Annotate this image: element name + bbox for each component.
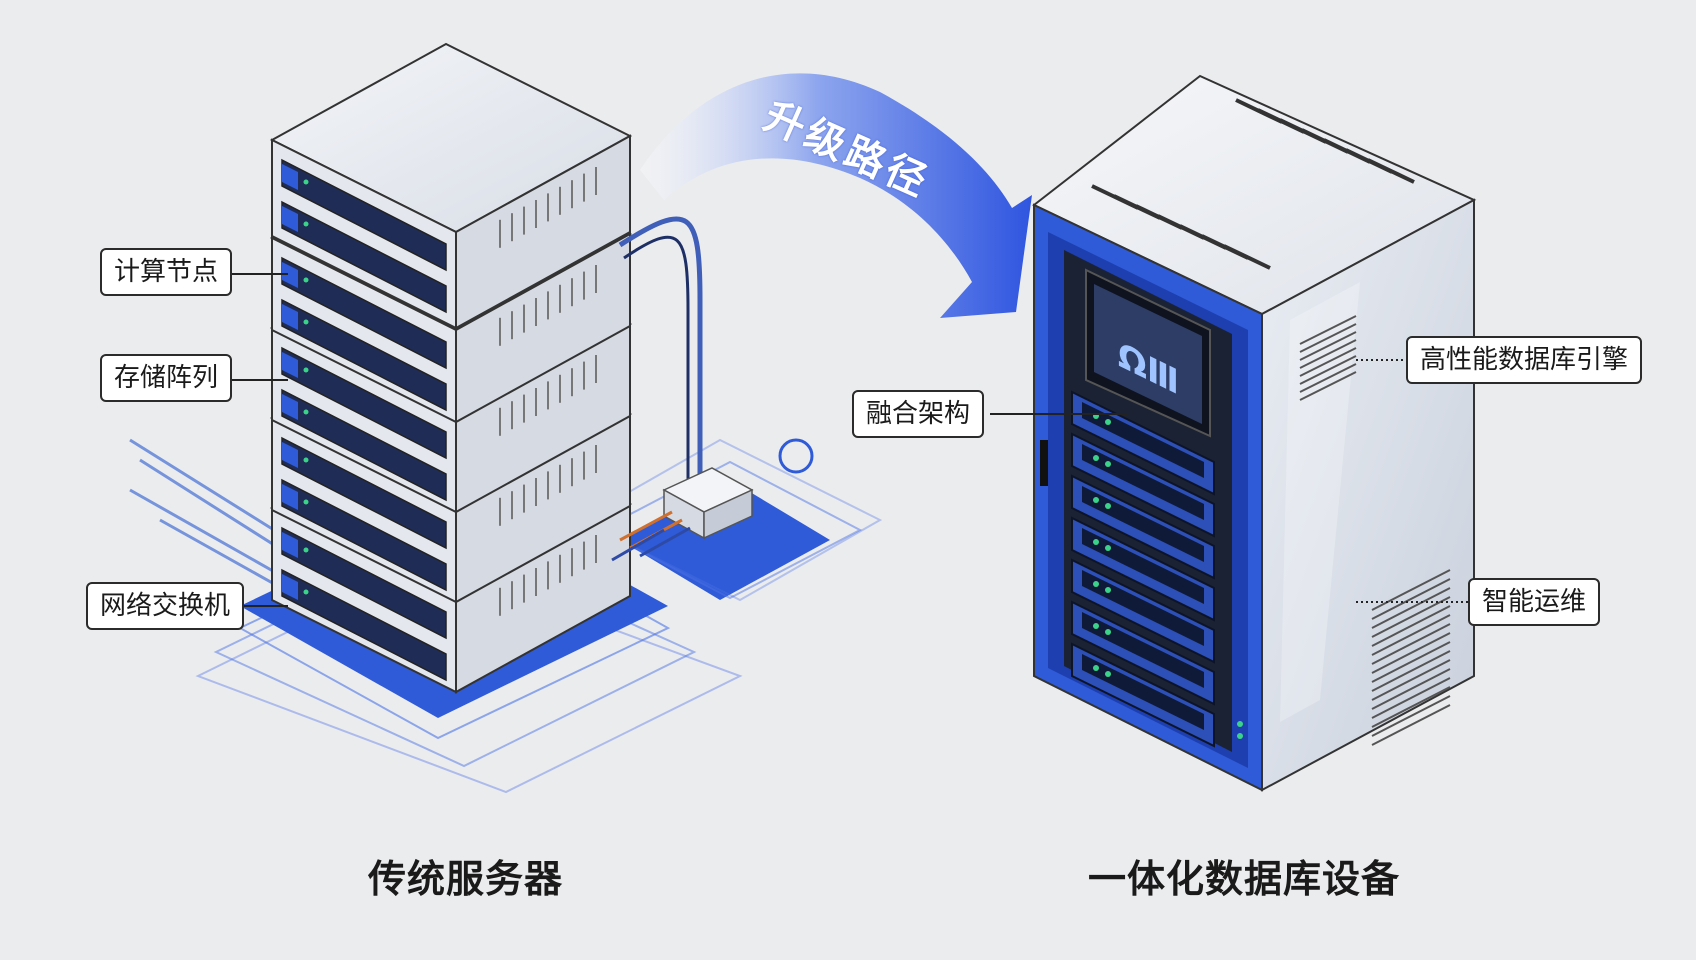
callout-storage-array: 存储阵列: [100, 354, 233, 402]
upgrade-arrow: [640, 73, 1032, 318]
callout-compute-node: 计算节点: [100, 248, 233, 296]
left-caption: 传统服务器: [368, 857, 564, 901]
rack-unit: [1071, 600, 1215, 706]
rack-unit: [1071, 642, 1215, 748]
callout-network-switch: 网络交换机: [86, 582, 245, 630]
database-appliance-cabinet: ΩⅢ: [1032, 74, 1477, 792]
rack-unit: [1071, 516, 1215, 622]
rack-unit: [1071, 558, 1215, 664]
server-stack: [269, 42, 633, 694]
network-switch-box: [611, 216, 754, 562]
rack-unit: [1071, 474, 1215, 580]
right-caption: 一体化数据库设备: [1088, 857, 1401, 901]
callout-db-engine: 高性能数据库引擎: [1406, 336, 1643, 384]
callout-intelligent-ops: 智能运维: [1468, 578, 1601, 626]
callout-fusion-architecture: 融合架构: [852, 390, 985, 438]
callout-leaders: [230, 273, 1468, 607]
rack-unit: [1071, 432, 1215, 538]
server-unit: [269, 42, 633, 330]
